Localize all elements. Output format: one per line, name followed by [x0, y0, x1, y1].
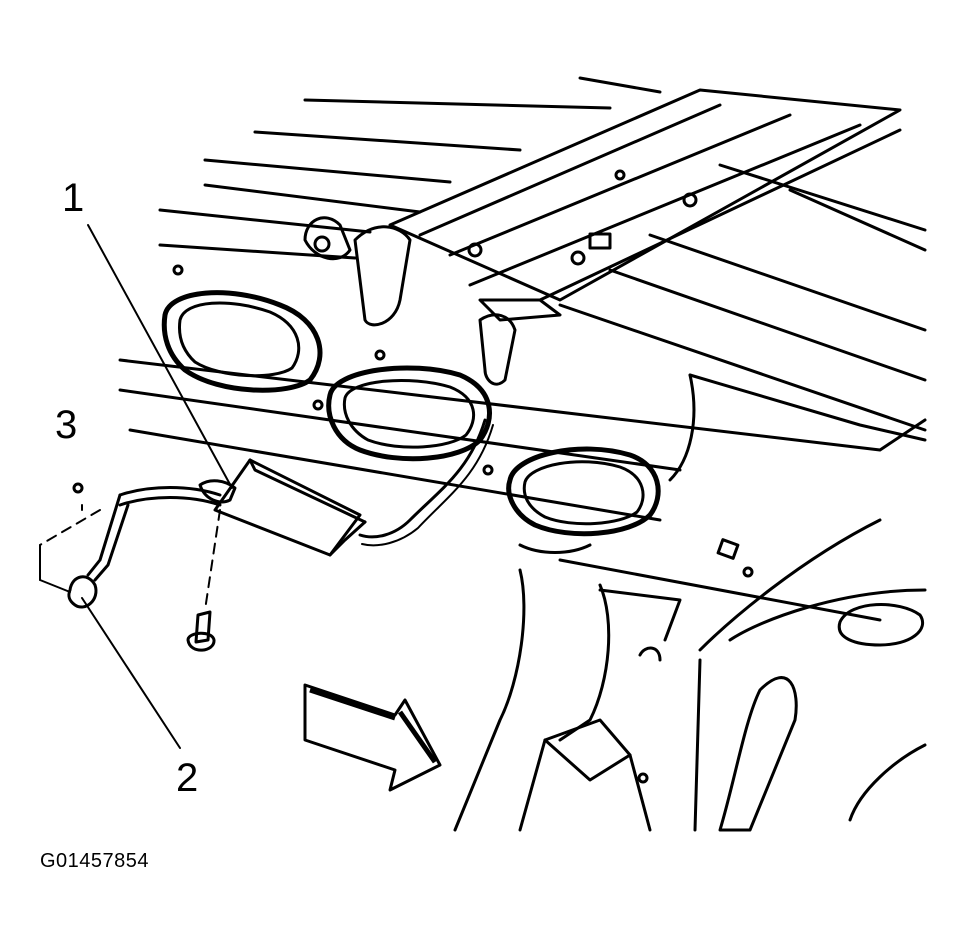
- oval-openings: [161, 290, 661, 537]
- roof-cross-rails: [388, 88, 902, 322]
- callout-2: 2: [176, 756, 199, 800]
- connector-harness: [67, 482, 222, 609]
- callout-3: 3: [55, 403, 78, 447]
- callout-1: 1: [62, 176, 85, 220]
- module-assembly: [198, 458, 367, 557]
- callout-leaders: [81, 224, 233, 749]
- panel-holes: [172, 264, 754, 578]
- alignment-dashes: [39, 504, 221, 611]
- roof-panel-lines: [158, 76, 927, 432]
- rail-bracket-tab: [303, 216, 352, 261]
- header-panel: [118, 358, 927, 622]
- front-direction-arrow: [303, 683, 442, 792]
- harness-wire: [358, 418, 487, 539]
- center-rail-pillar: [353, 225, 412, 327]
- bolt: [186, 610, 216, 652]
- figure-id: G01457854: [40, 850, 150, 872]
- lower-body-pillar: [453, 518, 927, 832]
- dome-lamp-lens: [837, 603, 924, 647]
